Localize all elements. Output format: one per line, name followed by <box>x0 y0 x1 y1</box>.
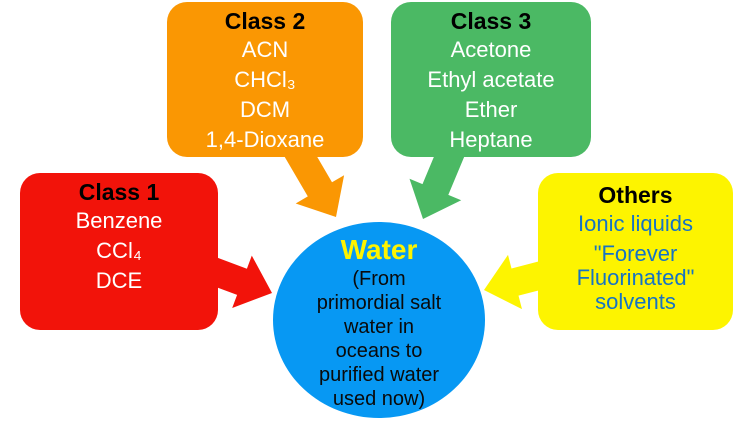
others-box: Others Ionic liquids "Forever Fluorinate… <box>538 173 733 330</box>
class2-item: DCM <box>239 97 291 122</box>
arrow-class1-to-water <box>200 254 272 308</box>
class2-box: Class 2 ACN CHCl₃ DCM 1,4-Dioxane <box>167 2 363 157</box>
arrow-class2-to-water <box>281 137 345 217</box>
class1-title: Class 1 <box>78 179 160 205</box>
class1-item: CCl₄ <box>96 238 142 263</box>
class3-item: Acetone <box>450 37 532 62</box>
class2-item: 1,4-Dioxane <box>205 127 325 152</box>
class2-title: Class 2 <box>224 8 306 34</box>
others-title: Others <box>598 182 673 208</box>
class3-item: Ether <box>464 97 518 122</box>
water-title: Water <box>340 234 418 265</box>
water-circle: Water (From primordial salt water in oce… <box>273 222 485 418</box>
class1-box: Class 1 Benzene CCl₄ DCE <box>20 173 218 330</box>
class1-item: Benzene <box>75 208 163 233</box>
class3-item: Heptane <box>449 127 533 152</box>
arrow-class3-to-water <box>409 139 467 219</box>
class3-title: Class 3 <box>450 8 532 34</box>
class3-box: Class 3 Acetone Ethyl acetate Ether Hept… <box>391 2 591 157</box>
class3-item: Ethyl acetate <box>427 67 555 92</box>
water-subtitle: (From primordial salt water in oceans to… <box>316 268 442 410</box>
others-item: "Forever Fluorinated" solvents <box>576 241 695 314</box>
arrow-others-to-water <box>484 254 554 310</box>
others-item: Ionic liquids <box>578 211 693 236</box>
class2-item: ACN <box>241 37 289 62</box>
class2-item: CHCl₃ <box>234 67 296 92</box>
class1-item: DCE <box>95 268 143 293</box>
